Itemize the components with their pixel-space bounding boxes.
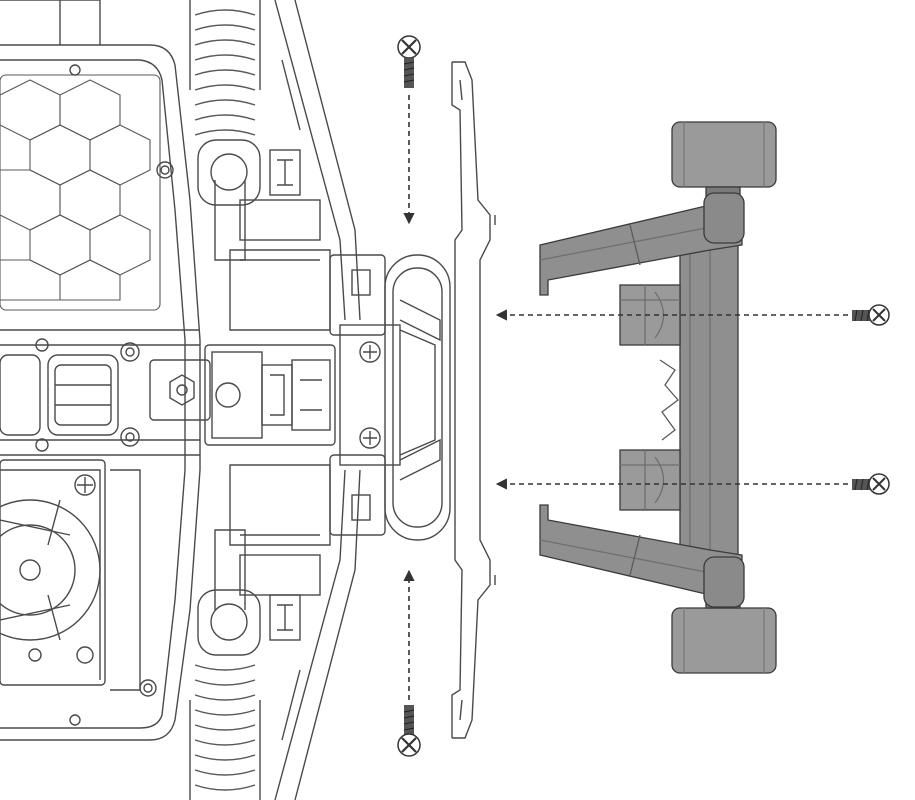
lower-wheel-coil [194, 664, 256, 791]
upper-roller [671, 121, 777, 203]
front-roller-stay [539, 121, 777, 674]
chassis-frame [0, 0, 401, 800]
screw-top [397, 35, 421, 88]
screw-right-upper [852, 304, 890, 326]
honeycomb-grid [0, 74, 161, 311]
bumper-mount-plate [384, 61, 496, 739]
screw-right-lower [852, 473, 890, 495]
assembly-arrows [403, 95, 848, 700]
upper-wheel-coil [194, 9, 256, 136]
screw-bottom [397, 705, 421, 757]
